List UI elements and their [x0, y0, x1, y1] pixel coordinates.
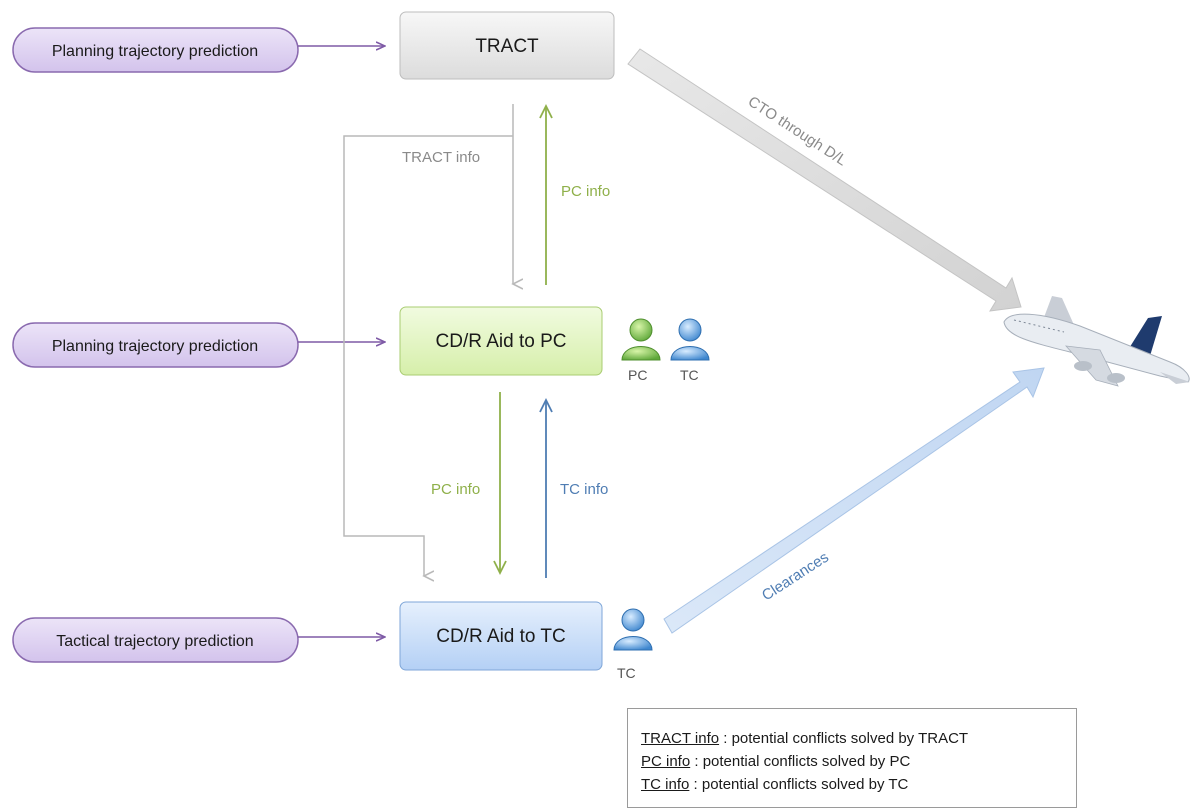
cto-arrow: [627, 48, 1022, 312]
legend-term: TC info: [641, 776, 690, 793]
legend-desc: : potential conflicts solved by TC: [689, 776, 909, 793]
pc-controller-label: PC: [628, 367, 647, 383]
tract-info-route: [343, 135, 513, 576]
aircraft-icon: [1003, 296, 1190, 387]
clearances-arrow: [663, 367, 1045, 634]
legend-term: TRACT info: [641, 730, 720, 747]
tc-controller-icon-mid: [670, 318, 710, 361]
pc-info-arrowhead-down: [493, 560, 507, 576]
legend-row: TRACT info : potential conflicts solved …: [641, 727, 1076, 750]
tract-box: TRACT: [399, 11, 615, 80]
pill-planning-2: Planning trajectory prediction: [12, 322, 299, 368]
cdr-aid-tc-box: CD/R Aid to TC: [399, 601, 603, 671]
pill-tactical: Tactical trajectory prediction: [12, 617, 299, 663]
tract-info-label: TRACT info: [402, 149, 480, 166]
tc-info-arrowhead-up: [539, 397, 553, 413]
cdr-aid-pc-label: CD/R Aid to PC: [436, 331, 567, 352]
pc-info-label-bottom: PC info: [431, 481, 480, 498]
legend-term: PC info: [641, 753, 691, 770]
pc-controller-icon: [621, 318, 661, 361]
pill-label: Tactical trajectory prediction: [56, 633, 253, 650]
pill-planning-1: Planning trajectory prediction: [12, 27, 299, 73]
legend-row: PC info : potential conflicts solved by …: [641, 750, 1076, 773]
pc-info-arrowhead-up: [539, 103, 553, 119]
cdr-aid-tc-label: CD/R Aid to TC: [436, 626, 566, 647]
tc-controller-label-bottom: TC: [617, 665, 636, 681]
pill-label: Planning trajectory prediction: [52, 338, 258, 355]
legend-desc: : potential conflicts solved by TRACT: [719, 730, 969, 747]
legend-row: TC info : potential conflicts solved by …: [641, 773, 1076, 796]
pc-info-label-top: PC info: [561, 183, 610, 200]
legend-box: TRACT info : potential conflicts solved …: [627, 708, 1077, 808]
tract-box-label: TRACT: [475, 36, 539, 57]
tc-controller-icon-bottom: [613, 608, 653, 651]
cdr-aid-pc-box: CD/R Aid to PC: [399, 306, 603, 376]
tc-controller-label-mid: TC: [680, 367, 699, 383]
pill-label: Planning trajectory prediction: [52, 43, 258, 60]
tc-info-label: TC info: [560, 481, 608, 498]
legend-desc: : potential conflicts solved by PC: [690, 753, 911, 770]
